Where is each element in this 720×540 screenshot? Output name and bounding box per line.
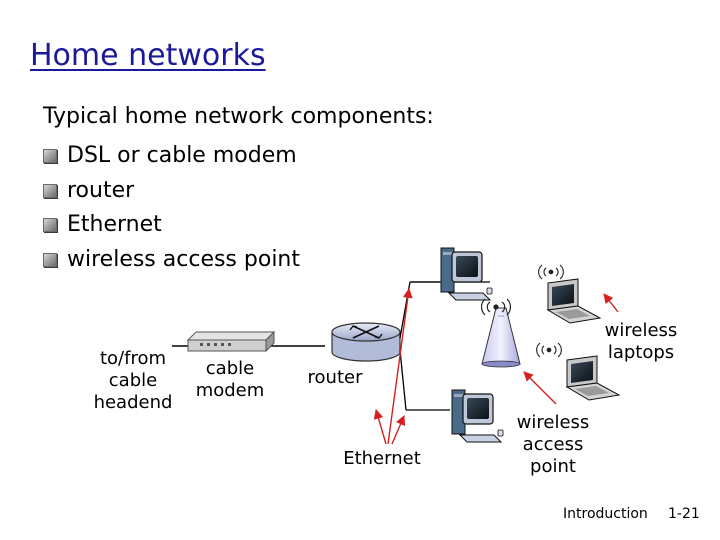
page-number: 1-21 [668, 506, 700, 522]
desktop-pc-icon [440, 247, 493, 301]
ethernet-arrow-up [387, 288, 413, 445]
bullet-text: wireless access point [67, 246, 300, 272]
list-item: DSL or cable modem [43, 139, 300, 174]
router-icon [331, 322, 401, 362]
desktop-pc-icon [451, 389, 504, 443]
list-item: wireless access point [43, 243, 300, 278]
footer-section: Introduction [563, 506, 648, 522]
list-item: Ethernet [43, 208, 300, 243]
bullet-text: router [67, 177, 135, 203]
ethernet-label: Ethernet [343, 448, 421, 469]
wireless-access-point-icon [481, 307, 521, 368]
bullet-text: Ethernet [67, 212, 162, 237]
laptop-icon [538, 264, 602, 324]
cable-modem-icon [186, 330, 276, 353]
list-item: router [43, 174, 300, 209]
laptop-icon [536, 342, 621, 401]
slide-title: Home networks [30, 38, 266, 73]
ethernet-arrow-left [373, 409, 387, 445]
bullet-icon [43, 252, 57, 267]
bullet-icon [43, 218, 57, 233]
ethernet-link-bottom [399, 349, 407, 411]
router-label: router [307, 367, 363, 388]
component-list: DSL or cable modem router Ethernet wirel… [43, 139, 300, 277]
wireless-signal-icon [481, 298, 511, 316]
bullet-icon [43, 149, 57, 164]
ethernet-arrow-down [391, 415, 406, 445]
laptops-arrow [603, 293, 619, 313]
intro-text: Typical home network components: [43, 104, 434, 129]
bullet-text: DSL or cable modem [67, 143, 297, 168]
access-point-arrow [523, 371, 557, 405]
bullet-icon [43, 183, 57, 198]
